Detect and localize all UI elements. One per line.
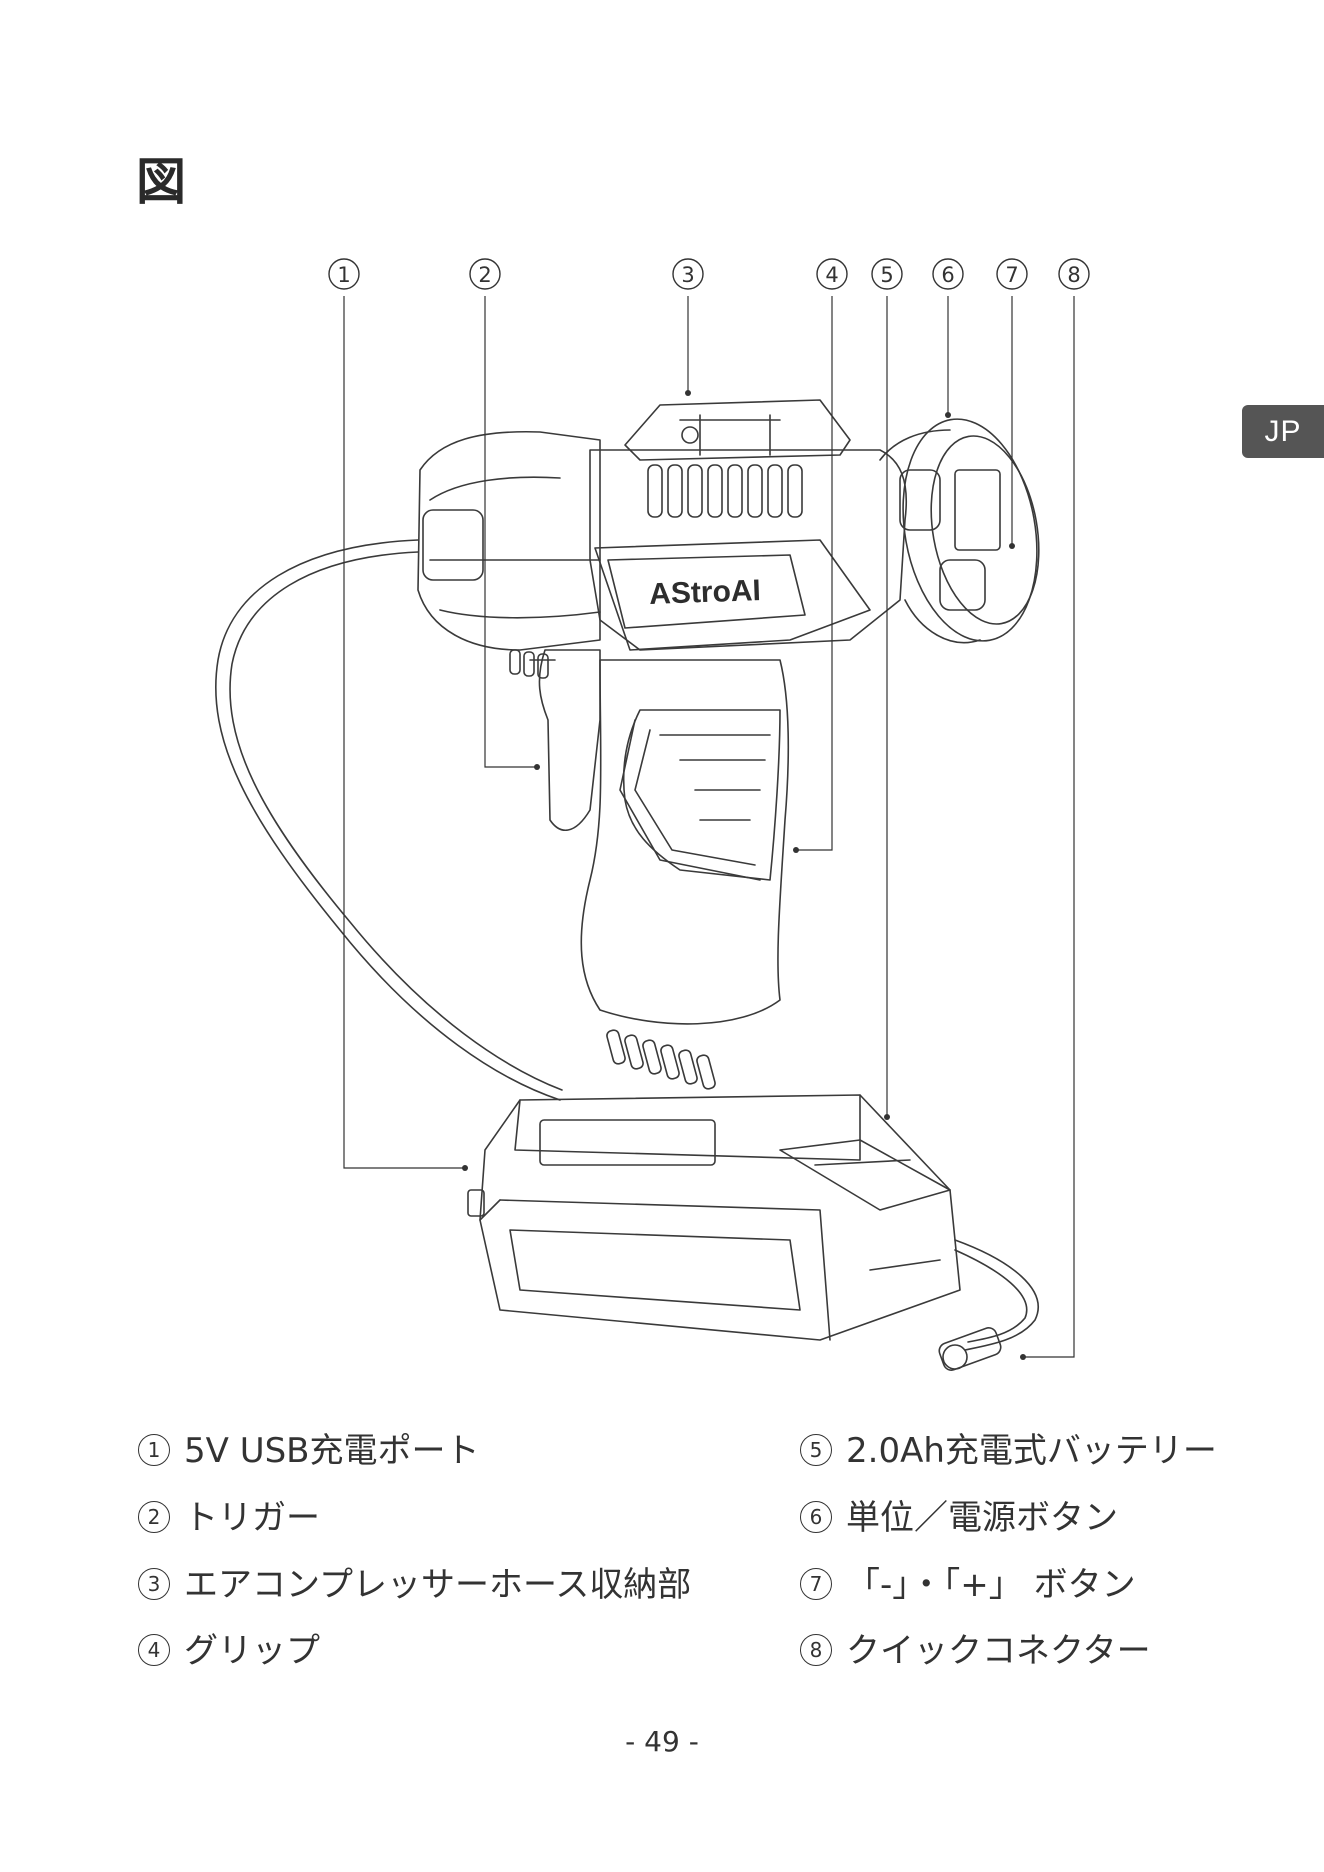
svg-text:3: 3: [681, 263, 694, 287]
battery-pack: [468, 1095, 960, 1340]
callout-5: 5: [872, 259, 902, 289]
legend-number: 3: [138, 1568, 170, 1600]
svg-text:2: 2: [478, 263, 491, 287]
legend-label: エアコンプレッサーホース収納部: [184, 1565, 691, 1605]
air-hose: [216, 540, 560, 1100]
svg-text:1: 1: [337, 263, 350, 287]
svg-text:5: 5: [880, 263, 893, 287]
trigger-vents: [510, 650, 548, 678]
svg-text:4: 4: [825, 263, 838, 287]
pressure-gauge: [880, 408, 1053, 651]
svg-text:7: 7: [1005, 263, 1018, 287]
legend-number: 6: [800, 1501, 832, 1533]
legend-item-3: 3 エアコンプレッサーホース収納部: [138, 1557, 691, 1606]
legend-number: 7: [800, 1568, 832, 1600]
legend-number: 2: [138, 1501, 170, 1533]
legend-number: 5: [800, 1434, 832, 1466]
callout-3: 3: [673, 259, 703, 289]
legend-label: 単位／電源ボタン: [846, 1498, 1118, 1538]
legend-label: クイックコネクター: [846, 1631, 1151, 1671]
callout-7: 7: [997, 259, 1027, 289]
legend-item-8: 8 クイックコネクター: [800, 1623, 1151, 1672]
legend-item-4: 4 グリップ: [138, 1623, 320, 1672]
legend-label: 5V USB充電ポート: [184, 1431, 480, 1471]
legend-label: 「-」・「+」 ボタン: [846, 1565, 1136, 1605]
product-logo: AStroAI: [649, 574, 762, 611]
legend-item-2: 2 トリガー: [138, 1490, 320, 1539]
hose-storage: [625, 400, 850, 460]
trigger: [539, 650, 600, 830]
callout-8: 8: [1059, 259, 1089, 289]
legend-label: グリップ: [184, 1631, 320, 1671]
legend-item-7: 7 「-」・「+」 ボタン: [800, 1557, 1136, 1606]
callout-1: 1: [329, 259, 359, 289]
callout-4: 4: [817, 259, 847, 289]
legend-item-1: 1 5V USB充電ポート: [138, 1423, 480, 1472]
svg-text:6: 6: [941, 263, 954, 287]
vent-slots: [648, 465, 802, 517]
svg-text:8: 8: [1067, 263, 1080, 287]
callout-6: 6: [933, 259, 963, 289]
legend-item-5: 5 2.0Ah充電式バッテリー: [800, 1423, 1217, 1472]
legend-number: 1: [138, 1434, 170, 1466]
callout-2: 2: [470, 259, 500, 289]
page-number: - 49 -: [0, 1725, 1324, 1758]
legend-label: 2.0Ah充電式バッテリー: [846, 1431, 1217, 1471]
legend-number: 4: [138, 1634, 170, 1666]
lower-vents: [606, 1029, 716, 1090]
callout-labels: 1 2 3 4 5 6 7 8: [329, 259, 1089, 289]
legend-item-6: 6 単位／電源ボタン: [800, 1490, 1118, 1539]
legend-label: トリガー: [184, 1498, 320, 1538]
grip: [581, 660, 788, 1024]
legend-number: 8: [800, 1634, 832, 1666]
